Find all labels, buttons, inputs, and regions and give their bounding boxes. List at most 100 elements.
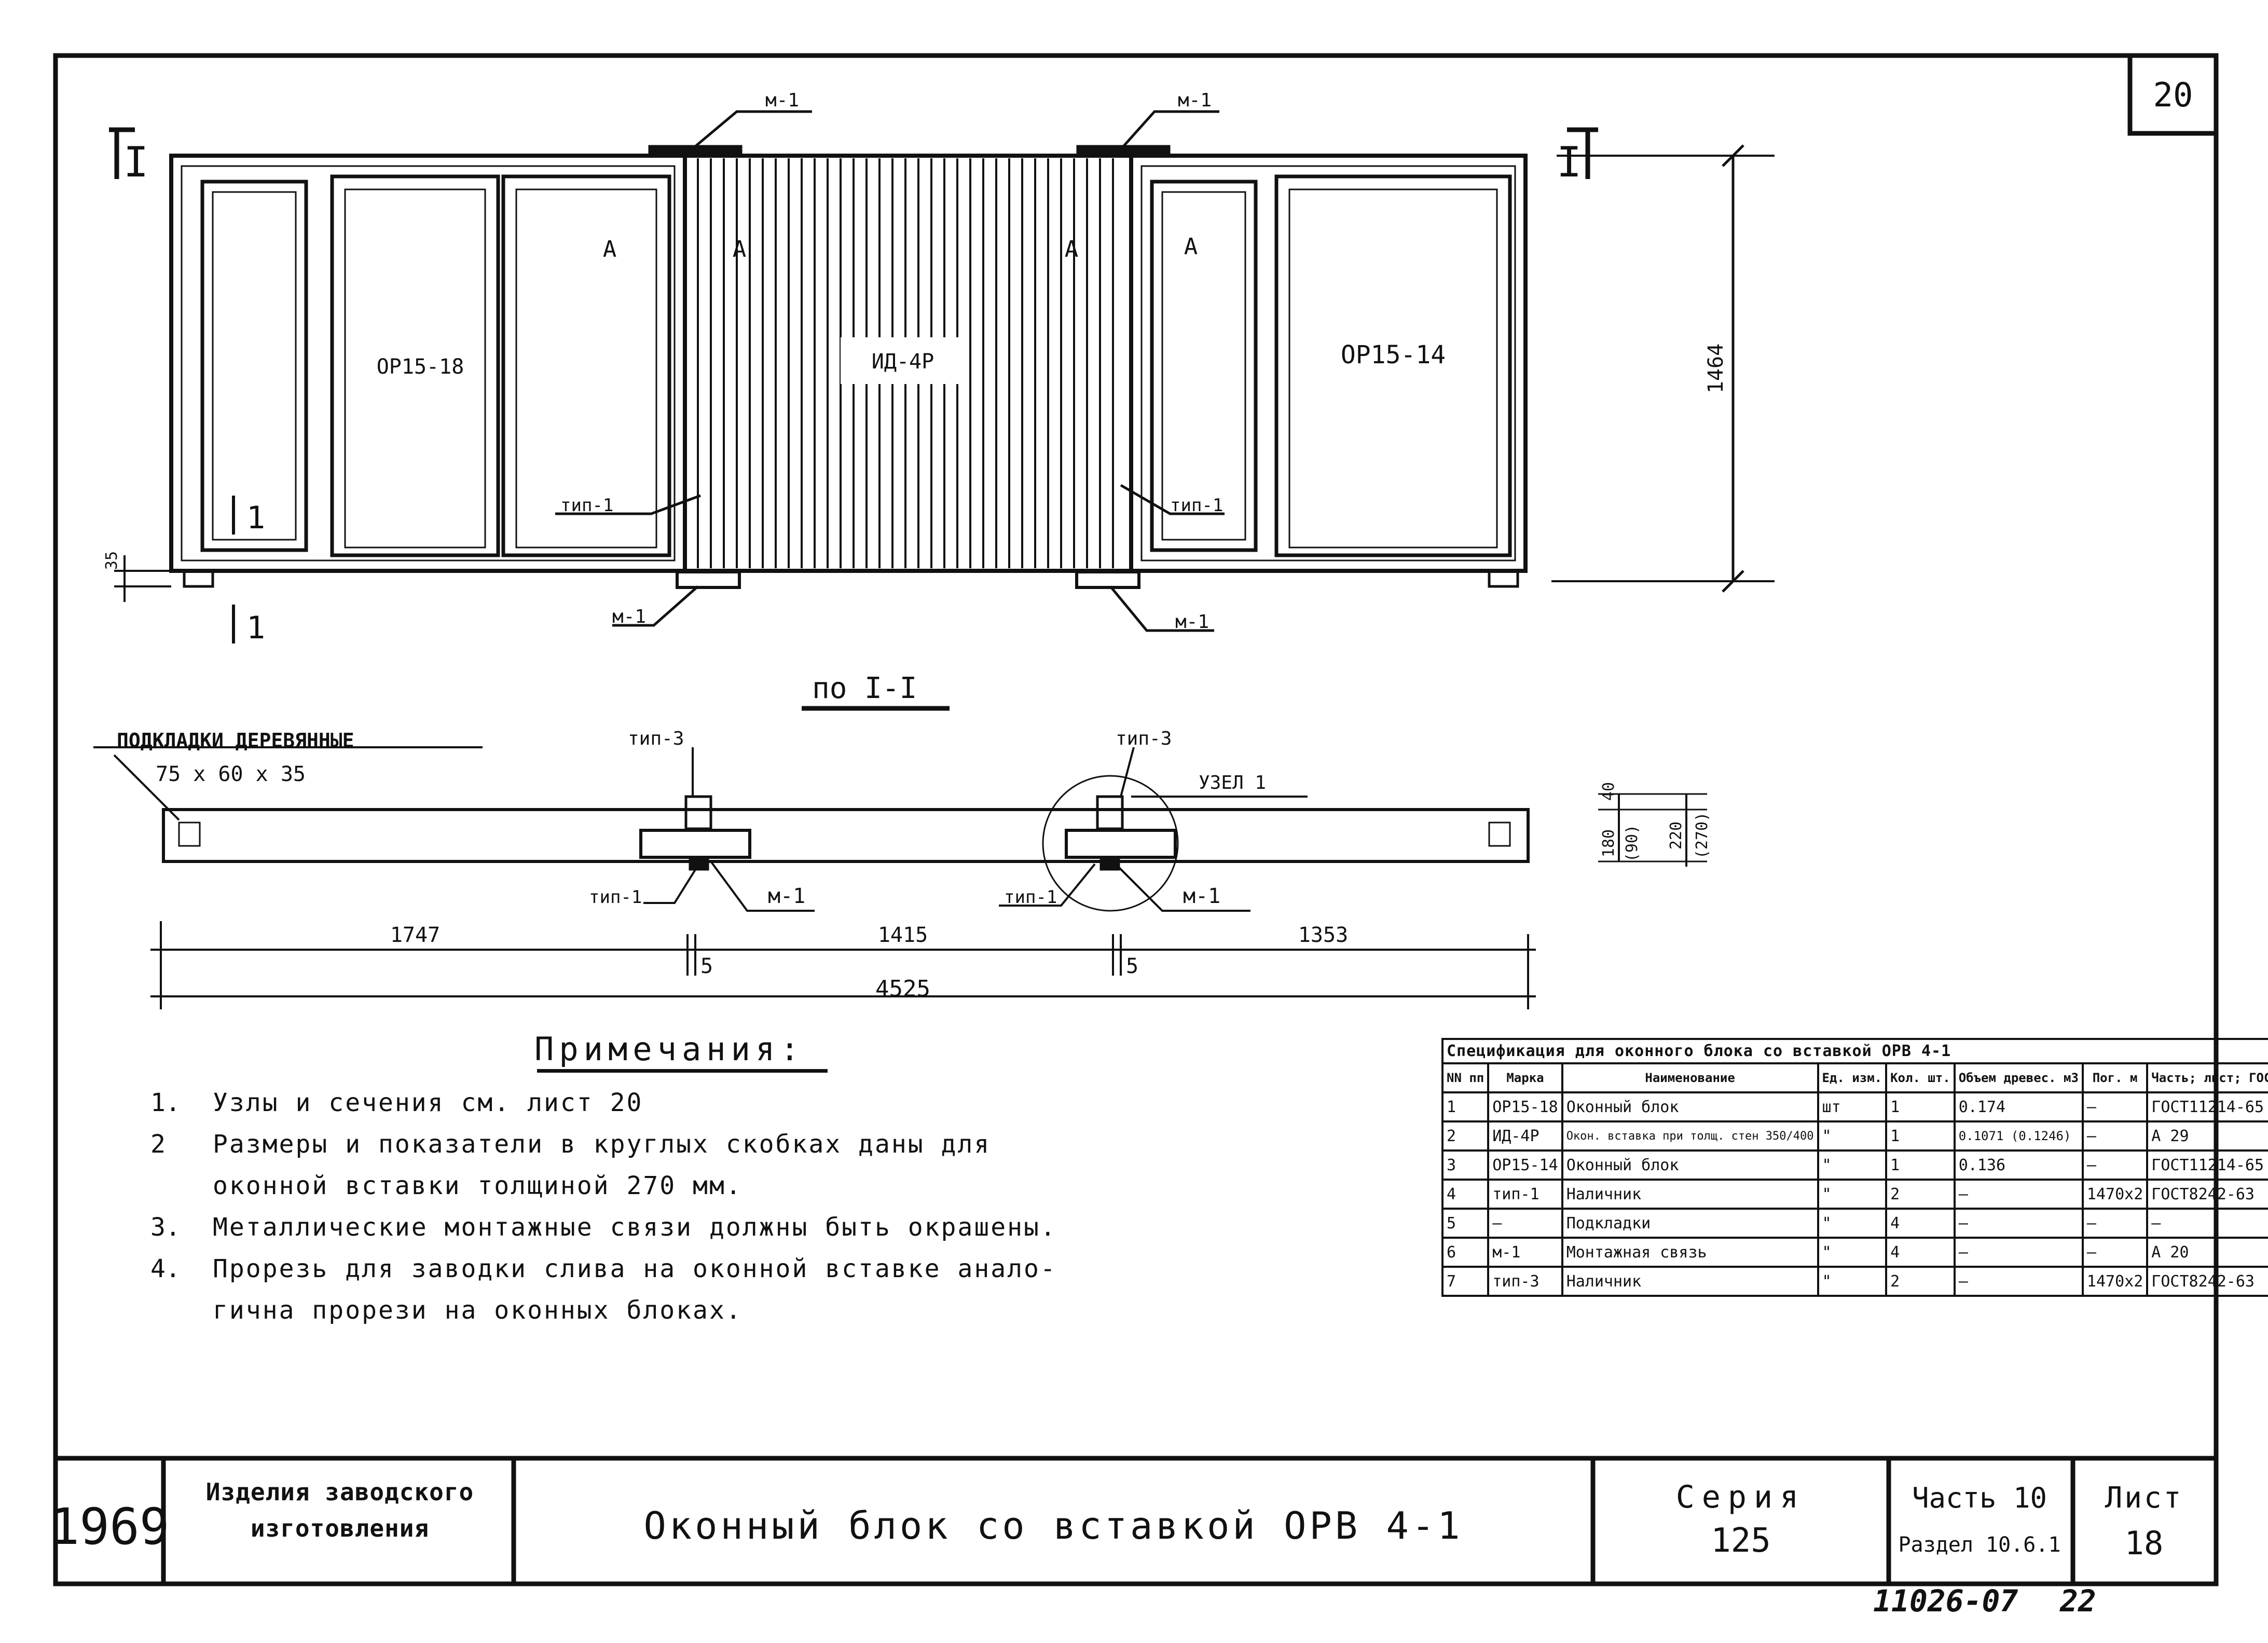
right-window-block xyxy=(1129,154,1528,573)
notes-title: Примечания: xyxy=(534,1030,805,1068)
view-mark: А xyxy=(1065,236,1079,263)
spec-header: Марка xyxy=(1487,1062,1563,1093)
spec-caption: Спецификация для оконного блока со встав… xyxy=(1441,1038,2268,1062)
table-cell: 0.174 xyxy=(1953,1091,2084,1122)
callout-m1-top-right: м-1 xyxy=(1178,90,1212,111)
section-view xyxy=(93,746,1707,1009)
table-cell: 4 xyxy=(1885,1237,1956,1268)
table-cell: — xyxy=(1487,1208,1563,1239)
archive-number: 11026-07 xyxy=(1873,1583,2018,1619)
table-cell: — xyxy=(2081,1237,2149,1268)
thickness-dim: (270) xyxy=(1693,812,1711,859)
table-cell: ИД-4Р xyxy=(1487,1120,1563,1152)
table-cell: " xyxy=(1817,1120,1888,1152)
tip3-left: тип-3 xyxy=(628,728,684,749)
metal-tie xyxy=(648,145,743,155)
table-cell: 1 xyxy=(1441,1091,1490,1122)
note-number: 1. xyxy=(150,1088,181,1117)
table-cell: А 20 xyxy=(2146,1237,2268,1268)
support-dimension: 35 xyxy=(103,551,121,570)
note-number xyxy=(150,1165,213,1207)
left-block-label: ОР15-18 xyxy=(377,355,464,379)
note-text: оконной вставки толщиной 270 мм. xyxy=(213,1171,743,1200)
table-row: 5—Подкладки"4——— xyxy=(1441,1208,2268,1239)
table-cell: Оконный блок xyxy=(1561,1149,1819,1181)
thickness-dim: 180 xyxy=(1600,829,1618,857)
right-sash-wide xyxy=(1274,174,1512,557)
spec-header: Наименование xyxy=(1561,1062,1819,1093)
spec-header: NN пп xyxy=(1441,1062,1490,1093)
spec-header: Объем древес. м3 xyxy=(1953,1062,2084,1093)
archive-page: 22 xyxy=(2059,1583,2096,1619)
series-value: 125 xyxy=(1711,1522,1771,1560)
note-text: Размеры и показатели в круглых скобках д… xyxy=(213,1130,991,1159)
table-cell: 1 xyxy=(1885,1149,1956,1181)
dim-1415: 1415 xyxy=(878,923,928,947)
note-item: 4.Прорезь для заводки слива на оконной в… xyxy=(150,1248,1240,1290)
callout-tip1-left: тип-1 xyxy=(560,495,613,516)
table-cell: Оконный блок xyxy=(1561,1091,1819,1122)
table-cell: Наличник xyxy=(1561,1179,1819,1210)
title-category-box: Изделия заводского изготовления xyxy=(205,1478,474,1542)
tip1-left-section: тип-1 xyxy=(589,887,642,908)
table-cell: 1 xyxy=(1885,1120,1956,1152)
table-cell: — xyxy=(2081,1208,2149,1239)
table-cell: " xyxy=(1817,1208,1888,1239)
spec-header: Часть; лист; ГОСТ xyxy=(2146,1062,2268,1093)
table-cell: " xyxy=(1817,1179,1888,1210)
note-text: Металлические монтажные связи должны быт… xyxy=(213,1213,1057,1242)
title-category: Изделия заводского изготовления xyxy=(205,1478,474,1542)
table-cell: — xyxy=(1953,1266,2084,1297)
right-block-label: ОР15-14 xyxy=(1341,340,1446,369)
tip1-right-section: тип-1 xyxy=(1004,887,1057,908)
table-cell: ОР15-14 xyxy=(1487,1149,1563,1181)
table-cell: — xyxy=(2081,1120,2149,1152)
table-cell: шт xyxy=(1817,1091,1888,1122)
left-sash-narrow xyxy=(200,180,308,552)
height-dimension: 1464 xyxy=(1704,344,1728,393)
table-cell: ОР15-18 xyxy=(1487,1091,1563,1122)
section-sill xyxy=(162,808,1530,863)
table-cell: 4 xyxy=(1441,1179,1490,1210)
note-item: 3.Металлические монтажные связи должны б… xyxy=(150,1207,1240,1248)
table-cell: Наличник xyxy=(1561,1266,1819,1297)
gap-dim: 5 xyxy=(1126,954,1138,978)
table-cell: Подкладки xyxy=(1561,1208,1819,1239)
thickness-dim: 220 xyxy=(1667,822,1685,850)
corner-box xyxy=(2127,53,2219,136)
metal-tie xyxy=(1075,570,1140,589)
title-year: 1969 xyxy=(49,1498,169,1556)
table-cell: 0.136 xyxy=(1953,1149,2084,1181)
left-sash-2 xyxy=(501,174,671,557)
m1-left-section: м-1 xyxy=(768,884,805,908)
callout-m1-bottom-left: м-1 xyxy=(612,606,646,627)
support-pad xyxy=(183,569,214,588)
note-number: 4. xyxy=(150,1254,181,1283)
table-cell: 0.1071 (0.1246) xyxy=(1953,1120,2084,1152)
note-text: гична прорези на оконных блоках. xyxy=(213,1296,743,1325)
table-cell: ГОСТ8242-63 xyxy=(2146,1179,2268,1210)
dim-1353: 1353 xyxy=(1298,923,1348,947)
callout-m1-top-left: м-1 xyxy=(765,90,799,111)
table-cell: 2 xyxy=(1885,1266,1956,1297)
table-cell: 1470x2 xyxy=(2081,1266,2149,1297)
table-cell: — xyxy=(1953,1237,2084,1268)
note-item: 1.Узлы и сечения см. лист 20 xyxy=(150,1082,1240,1124)
title-block xyxy=(56,1456,2216,1584)
callout-m1-bottom-right: м-1 xyxy=(1175,611,1209,633)
title-main: Оконный блок со вставкой ОРВ 4-1 xyxy=(643,1504,1463,1548)
thickness-dim: 40 xyxy=(1600,782,1618,801)
table-cell: " xyxy=(1817,1266,1888,1297)
spec-header: Кол. шт. xyxy=(1885,1062,1956,1093)
note-number: 2 xyxy=(150,1130,166,1159)
note-number xyxy=(150,1290,213,1331)
support-pad xyxy=(1488,569,1519,588)
elevation-view xyxy=(109,110,1775,643)
table-cell: А 29 xyxy=(2146,1120,2268,1152)
spec-header: Пог. м xyxy=(2081,1062,2149,1093)
sheet-frame xyxy=(53,53,2219,1586)
table-cell: ГОСТ8242-63 xyxy=(2146,1266,2268,1297)
